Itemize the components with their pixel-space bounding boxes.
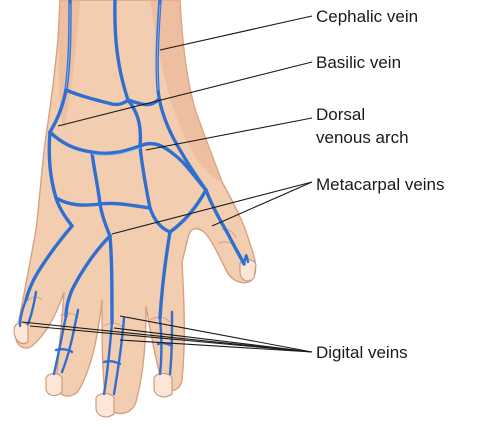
label-metacarpal-veins: Metacarpal veins	[316, 175, 445, 194]
label-dorsal-venous-arch-line2: venous arch	[316, 128, 409, 147]
fingernail-middle	[96, 394, 114, 417]
digital-vein-path	[160, 318, 162, 374]
hand-illustration	[14, 0, 256, 417]
digital-veins-leader-3	[120, 316, 312, 352]
label-digital-veins: Digital veins	[316, 343, 408, 362]
diagram-labels: Cephalic vein Basilic vein Dorsal venous…	[316, 7, 445, 362]
label-cephalic-vein: Cephalic vein	[316, 7, 418, 26]
metacarpal-vein-path	[110, 236, 112, 322]
label-dorsal-venous-arch-line1: Dorsal	[316, 105, 365, 124]
label-basilic-vein: Basilic vein	[316, 53, 401, 72]
fingernail-ring	[46, 374, 62, 396]
fingernail-index	[154, 374, 172, 397]
